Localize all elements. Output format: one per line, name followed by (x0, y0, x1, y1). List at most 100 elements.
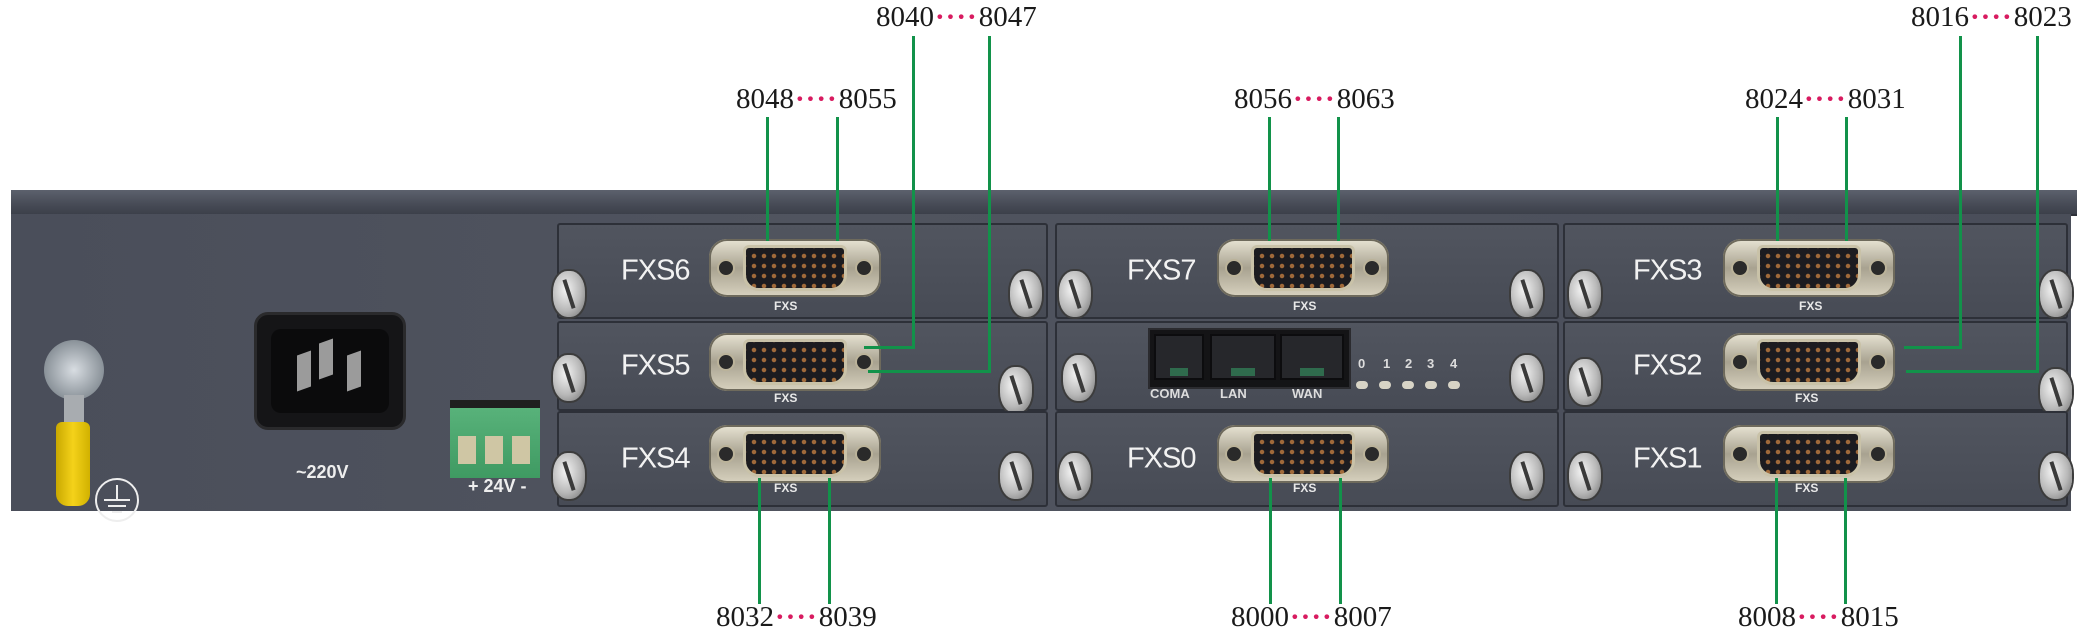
status-led (1402, 381, 1414, 389)
callout-line (1268, 117, 1271, 241)
led-label: 3 (1427, 356, 1435, 371)
port-coma[interactable] (1154, 334, 1204, 380)
callout-line (1337, 117, 1340, 241)
port-range-fxs0: 8000····8007 (1231, 602, 1392, 632)
thumbscrew-icon[interactable] (2040, 369, 2072, 415)
db-connector-fxs1[interactable] (1723, 425, 1895, 483)
range-dots: ···· (1797, 601, 1840, 633)
module-fxs4: FXS4 FXS (553, 411, 1048, 507)
port-range-fxs7: 8056····8063 (1234, 84, 1395, 114)
connector-label: FXS (1795, 391, 1819, 405)
range-dots: ···· (1290, 601, 1333, 633)
status-led (1356, 381, 1368, 389)
range-start: 8000 (1231, 601, 1289, 633)
thumbscrew-icon[interactable] (1511, 271, 1543, 317)
connector-label: FXS (774, 299, 798, 313)
module-label: FXS6 (621, 254, 691, 287)
range-end: 8039 (818, 601, 877, 633)
db-connector-fxs0[interactable] (1217, 425, 1389, 483)
module-fxs7: FXS7 FXS (1055, 223, 1559, 319)
port-range-fxs4: 8032····8039 (716, 602, 877, 632)
callout-line (2036, 36, 2039, 373)
ac-power-inlet[interactable] (254, 312, 406, 430)
range-start: 8040 (876, 1, 934, 33)
db-connector-fxs7[interactable] (1217, 239, 1389, 297)
range-start: 8032 (716, 601, 774, 633)
callout-line (1959, 36, 1962, 349)
thumbscrew-icon[interactable] (1059, 453, 1091, 499)
module-fxs5: FXS5 FXS (553, 321, 1048, 413)
port-label-coma: COMA (1150, 386, 1190, 401)
port-range-fxs6: 8048····8055 (736, 84, 897, 114)
callout-line (1906, 370, 2039, 373)
port-range-fxs3: 8024····8031 (1745, 84, 1906, 114)
port-range-fxs2: 8016····8023 (1911, 2, 2072, 32)
callout-line (1775, 478, 1778, 604)
callout-line (1845, 117, 1848, 241)
range-end: 8031 (1847, 83, 1906, 115)
status-led (1448, 381, 1460, 389)
range-end: 8055 (838, 83, 897, 115)
range-end: 8023 (2013, 1, 2072, 33)
db-connector-fxs6[interactable] (709, 239, 881, 297)
dc-voltage-label: + 24V - (468, 476, 527, 496)
led-label: 1 (1383, 356, 1391, 371)
thumbscrew-icon[interactable] (553, 271, 585, 317)
callout-line (1339, 478, 1342, 604)
thumbscrew-icon[interactable] (2040, 271, 2072, 317)
thumbscrew-icon[interactable] (1059, 271, 1091, 317)
connector-label: FXS (774, 391, 798, 405)
db-connector-fxs3[interactable] (1723, 239, 1895, 297)
db-connector-fxs2[interactable] (1723, 333, 1895, 391)
callout-line (1844, 478, 1847, 604)
range-start: 8056 (1234, 83, 1292, 115)
led-label: 0 (1358, 356, 1366, 371)
callout-line (828, 478, 831, 604)
thumbscrew-icon[interactable] (1000, 453, 1032, 499)
led-label: 4 (1450, 356, 1458, 371)
thumbscrew-icon[interactable] (1511, 355, 1543, 401)
range-dots: ···· (935, 1, 978, 33)
module-label: FXS5 (621, 349, 691, 382)
range-dots: ···· (795, 83, 838, 115)
connector-label: FXS (1799, 299, 1823, 313)
module-fxs1: FXS1 FXS (1563, 411, 2072, 507)
ac-voltage-label: ~220V (296, 462, 349, 482)
range-start: 8008 (1738, 601, 1796, 633)
callout-line (758, 478, 761, 604)
port-range-fxs1: 8008····8015 (1738, 602, 1899, 632)
thumbscrew-icon[interactable] (1569, 453, 1601, 499)
module-fxs2: FXS2 FXS (1563, 321, 2072, 415)
dc-terminal-block[interactable] (450, 400, 540, 478)
module-fxs6: FXS6 FXS (553, 223, 1048, 319)
status-led (1425, 381, 1437, 389)
port-wan[interactable] (1280, 334, 1344, 380)
thumbscrew-icon[interactable] (1569, 359, 1601, 405)
range-dots: ···· (1293, 83, 1336, 115)
callout-line (836, 117, 839, 241)
thumbscrew-icon[interactable] (1010, 271, 1042, 317)
thumbscrew-icon[interactable] (553, 453, 585, 499)
callout-line (766, 117, 769, 241)
callout-line (1904, 346, 1962, 349)
thumbscrew-icon[interactable] (1063, 355, 1095, 401)
range-end: 8063 (1336, 83, 1395, 115)
connector-label: FXS (774, 481, 798, 495)
db-connector-fxs4[interactable] (709, 425, 881, 483)
connector-label: FXS (1293, 299, 1317, 313)
db-connector-fxs5[interactable] (709, 333, 881, 391)
thumbscrew-icon[interactable] (553, 355, 585, 401)
module-label: FXS2 (1633, 349, 1703, 382)
callout-line (988, 36, 991, 373)
module-label: FXS4 (621, 442, 691, 475)
module-label: FXS0 (1127, 442, 1197, 475)
thumbscrew-icon[interactable] (1569, 271, 1601, 317)
module-fxs3: FXS3 FXS (1563, 223, 2072, 319)
thumbscrew-icon[interactable] (1000, 367, 1032, 413)
module-label: FXS3 (1633, 254, 1703, 287)
connector-label: FXS (1293, 481, 1317, 495)
thumbscrew-icon[interactable] (1511, 453, 1543, 499)
thumbscrew-icon[interactable] (2040, 453, 2072, 499)
led-label: 2 (1405, 356, 1413, 371)
port-lan[interactable] (1210, 334, 1276, 380)
